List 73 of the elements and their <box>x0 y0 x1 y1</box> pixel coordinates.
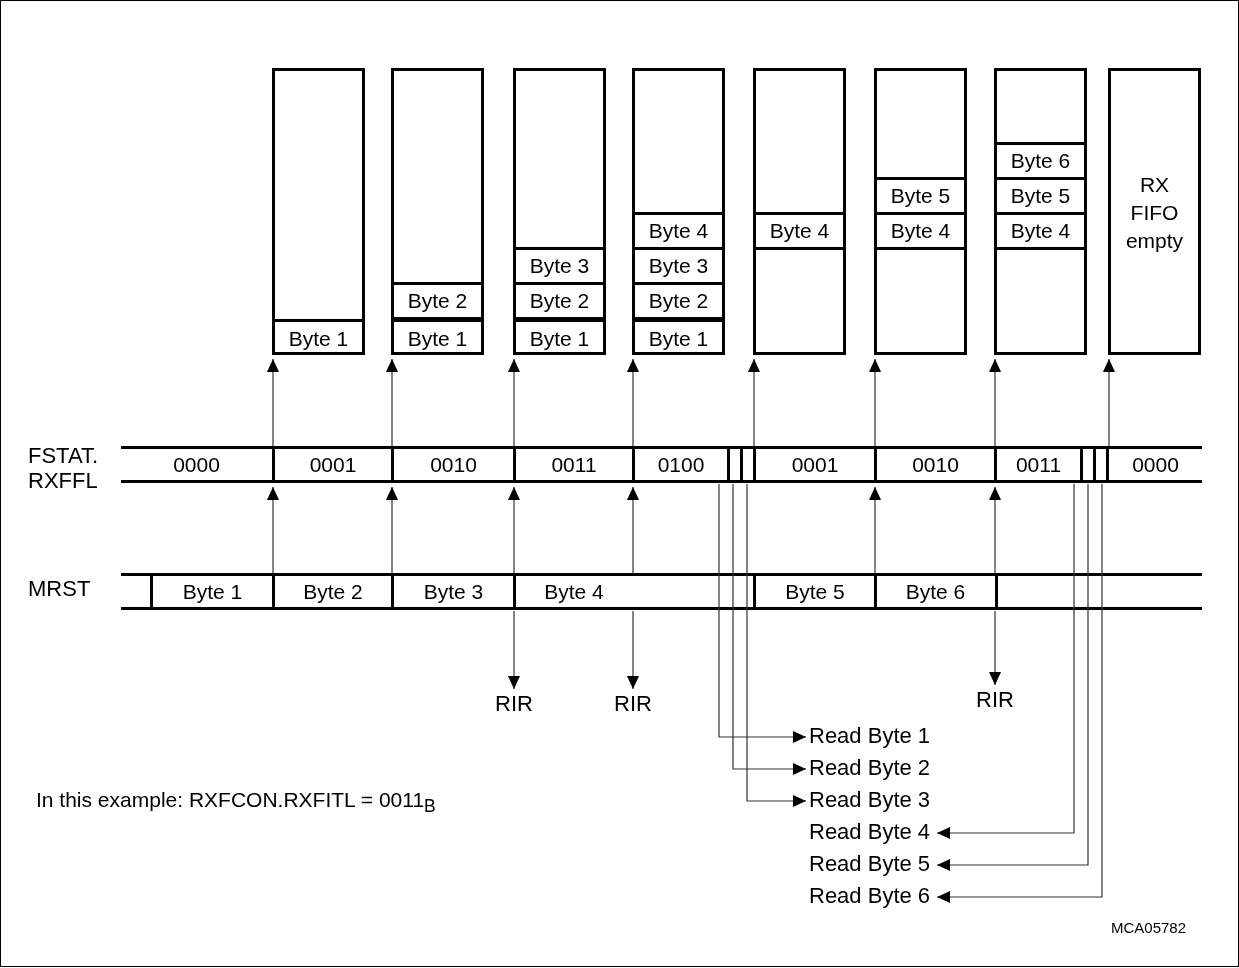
fifo-entry: Byte 2 <box>635 282 722 320</box>
signal-name: MRST <box>28 576 91 602</box>
fifo-column <box>632 68 725 355</box>
register-value-field: 0011 <box>994 446 1080 483</box>
arrow <box>988 486 1002 575</box>
arrow <box>626 610 640 690</box>
read-event-label: Read Byte 6 <box>809 883 931 909</box>
read-event-label: Read Byte 5 <box>809 851 931 877</box>
note-text: In this example: RXFCON.RXFITL = 0011$_{B}$ <box>36 787 436 819</box>
arrow <box>507 486 521 575</box>
arrow <box>626 486 640 575</box>
register-value-field: 0011 <box>513 446 632 483</box>
fifo-column <box>272 68 365 355</box>
fifo-entry: Byte 5 <box>877 177 964 215</box>
fifo-column <box>874 68 967 355</box>
register-value-field <box>740 446 753 483</box>
fifo-status-box: RX FIFO empty <box>1108 68 1201 355</box>
fifo-entry: Byte 1 <box>516 319 603 355</box>
register-value-field: 0010 <box>874 446 994 483</box>
fifo-entry: Byte 2 <box>516 282 603 320</box>
arrow <box>266 358 280 448</box>
arrow <box>507 358 521 448</box>
register-value-field: 0001 <box>272 446 391 483</box>
fifo-entry: Byte 3 <box>516 247 603 285</box>
interrupt-label: RIR <box>495 691 533 717</box>
signal-name: FSTAT. RXFFL <box>28 443 100 493</box>
fifo-entry: Byte 2 <box>394 282 481 320</box>
fifo-entry: Byte 4 <box>756 212 843 250</box>
fifo-entry: Byte 1 <box>394 319 481 355</box>
arrow <box>385 486 399 575</box>
arrow <box>385 358 399 448</box>
arrow <box>266 486 280 575</box>
register-value-field <box>1093 446 1106 483</box>
fifo-entry: Byte 4 <box>877 212 964 250</box>
arrow <box>936 483 1103 904</box>
register-value-field <box>1080 446 1093 483</box>
fifo-column <box>391 68 484 355</box>
read-event-label: Read Byte 1 <box>809 723 931 749</box>
read-event-label: Read Byte 4 <box>809 819 931 845</box>
figure-id: MCA05782 <box>1111 918 1187 938</box>
arrow <box>507 610 521 690</box>
fifo-entry: Byte 4 <box>997 212 1084 250</box>
arrow <box>747 358 761 448</box>
arrow <box>626 358 640 448</box>
fifo-entry: Byte 4 <box>635 212 722 250</box>
arrow <box>936 483 1089 872</box>
fifo-entry: Byte 1 <box>275 319 362 355</box>
register-value-field: 0000 <box>121 446 272 483</box>
fifo-entry: Byte 1 <box>635 319 722 355</box>
register-value-field: 0010 <box>391 446 513 483</box>
fifo-column <box>753 68 846 355</box>
read-event-label: Read Byte 3 <box>809 787 931 813</box>
arrow <box>936 483 1075 840</box>
fifo-entry: Byte 3 <box>635 247 722 285</box>
arrow <box>988 358 1002 448</box>
fifo-column <box>513 68 606 355</box>
interrupt-label: RIR <box>614 691 652 717</box>
fifo-entry: Byte 5 <box>997 177 1084 215</box>
arrow <box>746 483 807 808</box>
register-value-field: 0100 <box>632 446 727 483</box>
register-value-field <box>727 446 740 483</box>
arrow <box>868 486 882 575</box>
arrow <box>1102 358 1116 448</box>
arrow <box>732 483 807 776</box>
fifo-entry: Byte 6 <box>997 142 1084 180</box>
arrow <box>988 610 1002 686</box>
fifo-column <box>994 68 1087 355</box>
arrow <box>868 358 882 448</box>
register-value-field: 0001 <box>753 446 874 483</box>
interrupt-label: RIR <box>976 687 1014 713</box>
register-value-field: 0000 <box>1106 446 1202 483</box>
arrow <box>718 483 807 744</box>
read-event-label: Read Byte 2 <box>809 755 931 781</box>
